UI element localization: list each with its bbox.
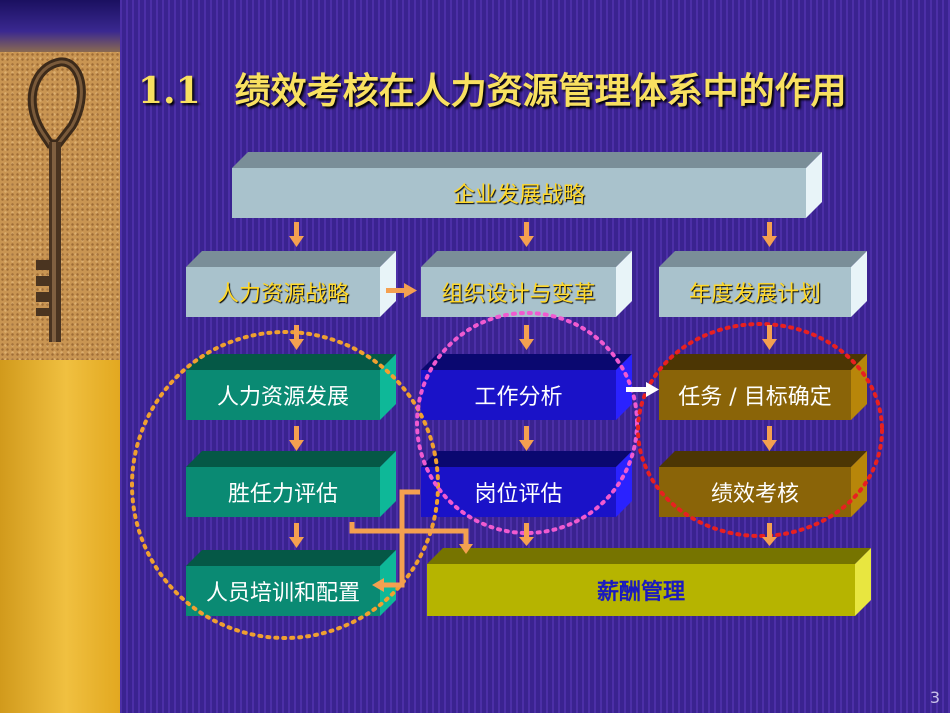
box-side — [851, 354, 867, 420]
box-front: 年度发展计划 — [659, 267, 851, 317]
box-top — [186, 354, 396, 370]
box-enterprise-strategy: 企业发展战略 — [232, 152, 822, 218]
box-top — [427, 548, 871, 564]
key-icon — [27, 57, 86, 342]
box-front: 组织设计与变革 — [421, 267, 616, 317]
box-top — [421, 451, 632, 467]
box-org-design: 组织设计与变革 — [421, 251, 632, 317]
box-front: 任务 / 目标确定 — [659, 370, 851, 420]
box-hr-strategy: 人力资源战略 — [186, 251, 396, 317]
box-front: 薪酬管理 — [427, 564, 855, 616]
arrow-competency-to-compensation — [349, 522, 473, 554]
box-top — [421, 251, 632, 267]
box-staffing: 人员培训和配置 — [186, 550, 396, 616]
arrow-analysis-to-evaluation — [519, 426, 534, 451]
box-side — [851, 451, 867, 517]
side-strip-top — [0, 0, 120, 52]
box-annual-plan: 年度发展计划 — [659, 251, 867, 317]
box-side — [380, 354, 396, 420]
box-side — [616, 354, 632, 420]
box-top — [659, 251, 867, 267]
arrow-org-to-analysis — [519, 325, 534, 350]
dotted-circle-performance — [636, 322, 884, 538]
box-job-evaluation: 岗位评估 — [421, 451, 632, 517]
arrow-evaluation-to-staffing — [372, 489, 420, 592]
arrow-strategy-to-org — [519, 222, 534, 247]
box-front: 胜任力评估 — [186, 467, 380, 517]
box-top — [232, 152, 822, 168]
page-title: 1.1 绩效考核在人力资源管理体系中的作用 — [138, 62, 847, 114]
box-job-analysis: 工作分析 — [421, 354, 632, 420]
arrow-goal-to-performance — [762, 426, 777, 451]
box-front: 企业发展战略 — [232, 168, 806, 218]
dotted-circle-job — [415, 311, 639, 535]
box-front: 人力资源发展 — [186, 370, 380, 420]
box-front: 绩效考核 — [659, 467, 851, 517]
box-front: 人员培训和配置 — [186, 566, 380, 616]
title-text: 绩效考核在人力资源管理体系中的作用 — [234, 70, 847, 112]
box-hr-development: 人力资源发展 — [186, 354, 396, 420]
box-top — [659, 354, 867, 370]
page-number: 3 — [929, 688, 940, 707]
box-side — [855, 548, 871, 616]
section-number: 1.1 — [138, 70, 201, 112]
arrow-hr-to-org — [386, 283, 417, 298]
box-side — [806, 152, 822, 218]
box-top — [659, 451, 867, 467]
box-side — [616, 251, 632, 317]
box-front: 工作分析 — [421, 370, 616, 420]
box-side — [616, 451, 632, 517]
box-side — [380, 451, 396, 517]
key-photo — [0, 52, 120, 360]
box-compensation: 薪酬管理 — [427, 548, 871, 616]
arrow-plan-to-goal — [762, 325, 777, 350]
arrow-strategy-to-plan — [762, 222, 777, 247]
arrow-development-to-competency — [289, 426, 304, 451]
box-goal-setting: 任务 / 目标确定 — [659, 354, 867, 420]
arrow-hr-to-development — [289, 325, 304, 350]
arrow-analysis-to-goal — [626, 382, 659, 397]
box-front: 岗位评估 — [421, 467, 616, 517]
arrow-competency-to-staffing — [289, 523, 304, 548]
arrow-evaluation-to-compensation — [519, 523, 534, 546]
box-performance: 绩效考核 — [659, 451, 867, 517]
box-side — [851, 251, 867, 317]
box-front: 人力资源战略 — [186, 267, 380, 317]
box-top — [186, 550, 396, 566]
box-top — [186, 451, 396, 467]
box-top — [186, 251, 396, 267]
arrow-strategy-to-hr — [289, 222, 304, 247]
box-competency: 胜任力评估 — [186, 451, 396, 517]
dotted-circle-hr — [130, 330, 440, 640]
arrow-performance-to-compensation — [762, 523, 777, 546]
box-side — [380, 251, 396, 317]
box-top — [421, 354, 632, 370]
